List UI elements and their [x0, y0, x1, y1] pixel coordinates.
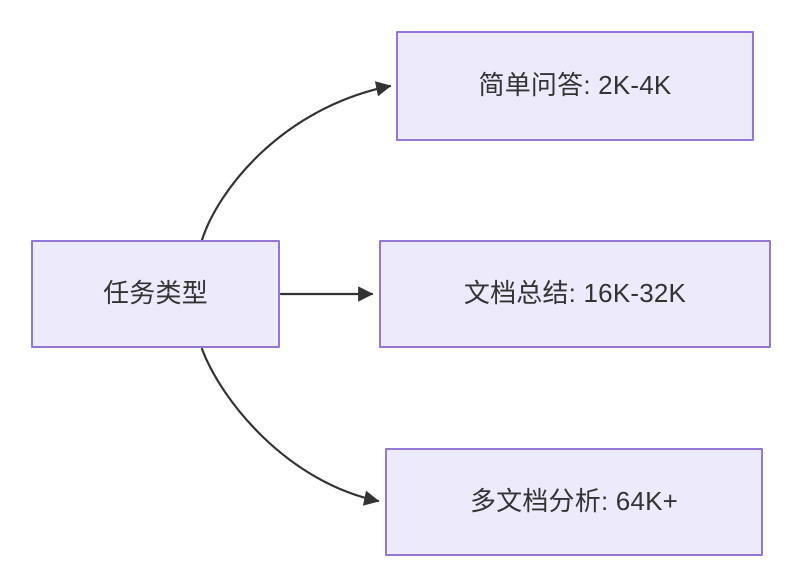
node-doc-summary[interactable]: 文档总结: 16K-32K — [379, 240, 771, 348]
node-simple-qa-label: 简单问答: 2K-4K — [478, 70, 672, 101]
edge-task-type-to-multi-doc — [200, 347, 380, 506]
node-multi-doc-label: 多文档分析: 64K+ — [469, 486, 679, 517]
node-multi-doc[interactable]: 多文档分析: 64K+ — [385, 448, 763, 556]
node-task-type[interactable]: 任务类型 — [31, 240, 280, 348]
edge-task-type-to-simple-qa — [200, 81, 392, 242]
node-simple-qa[interactable]: 简单问答: 2K-4K — [396, 31, 754, 141]
node-task-type-label: 任务类型 — [103, 278, 208, 309]
node-doc-summary-label: 文档总结: 16K-32K — [463, 278, 687, 309]
